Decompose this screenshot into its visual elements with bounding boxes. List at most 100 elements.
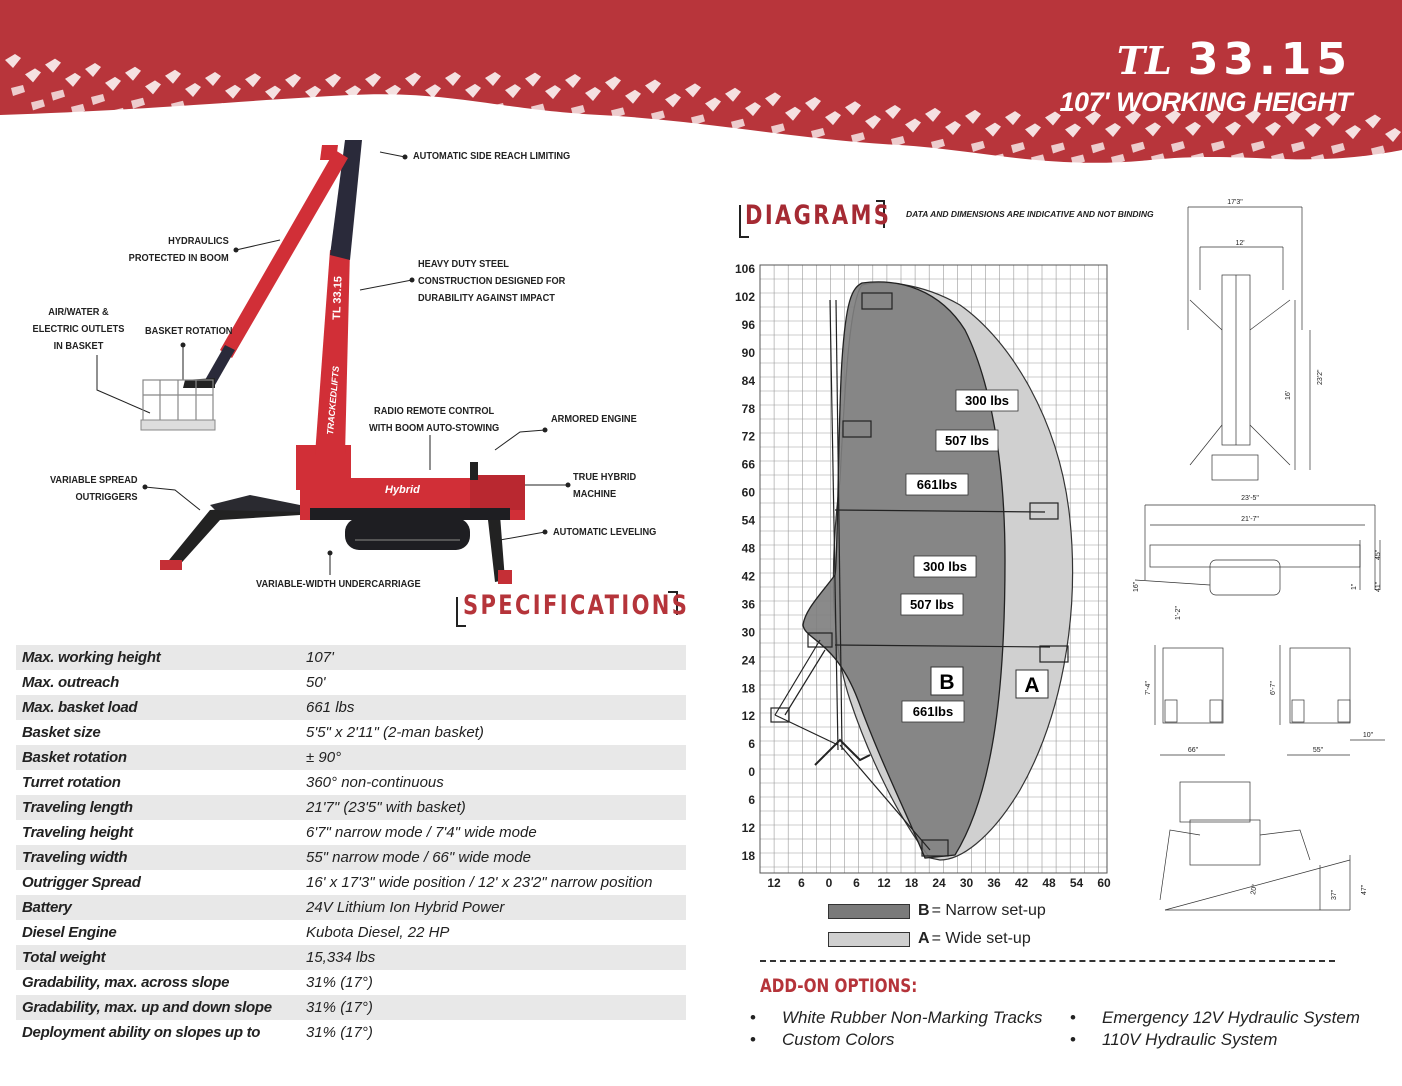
spec-value: 55" narrow mode / 66" wide mode <box>300 845 686 870</box>
spec-label: Max. outreach <box>22 674 119 691</box>
disclaimer-text: DATA AND DIMENSIONS ARE INDICATIVE AND N… <box>906 209 1154 219</box>
dim-side-h1: 45" <box>1375 549 1382 560</box>
dimension-drawings: 17'3" 12' 23'2" 16' 23'-5" 21'-7" 45" 41… <box>1133 199 1385 911</box>
dim-side-total: 23'-5" <box>1241 495 1259 502</box>
legend-wide-key: A <box>918 930 930 947</box>
diagram-frame <box>759 264 1108 874</box>
spec-value: 5'5" x 2'11" (2-man basket) <box>306 724 484 741</box>
load-label-text: 661lbs <box>917 477 957 492</box>
load-label: 300 lbs <box>913 555 977 578</box>
legend-narrow: B= Narrow set-up <box>828 902 1046 920</box>
load-label: 507 lbs <box>900 593 964 616</box>
x-tick-label: 36 <box>987 876 1001 890</box>
spec-label: Basket size <box>22 724 101 741</box>
model-number: 33.15 <box>1187 34 1352 85</box>
x-tick-label: 24 <box>932 876 946 890</box>
spec-label: Gradability, max. up and down slope <box>16 995 300 1020</box>
spec-label: Traveling height <box>22 824 133 841</box>
spec-value: 24V Lithium Ion Hybrid Power <box>300 895 686 920</box>
spec-row: Gradability, max. across slope 31% (17°) <box>16 970 686 995</box>
dim-front-track: 10" <box>1363 732 1374 739</box>
spec-label: Total weight <box>16 945 300 970</box>
x-tick-label: 18 <box>905 876 919 890</box>
x-tick-label: 6 <box>853 876 860 890</box>
y-tick-label: 42 <box>742 569 756 583</box>
callout-leveling: AUTOMATIC LEVELING <box>553 526 657 538</box>
zone-label-b: B <box>930 666 964 696</box>
dim-top-width: 17'3" <box>1227 199 1243 206</box>
addon-title: ADD-ON OPTIONS: <box>760 975 918 997</box>
spec-label: Turret rotation <box>22 774 121 791</box>
spec-label: Gradability, max. across slope <box>22 974 230 991</box>
spec-value: 15,334 lbs <box>300 945 686 970</box>
spec-row: Turret rotation 360° non-continuous <box>16 770 686 795</box>
spec-label: Deployment ability on slopes up to <box>22 1024 261 1041</box>
spec-value: 661 lbs <box>300 695 686 720</box>
y-tick-label: 90 <box>742 346 756 360</box>
spec-row: Basket rotation± 90° <box>16 745 686 770</box>
specifications-title: SPECIFICATIONS <box>463 590 690 621</box>
spec-value: 360° non-continuous <box>306 774 444 791</box>
diagrams-bracket-left <box>739 205 749 238</box>
addon-item: Custom Colors <box>750 1030 1042 1052</box>
dim-front-w-narrow: 55" <box>1313 747 1324 754</box>
zone-label-a: A <box>1015 669 1049 699</box>
diagrams-title: DIAGRAMS <box>745 200 892 231</box>
y-tick-label: 106 <box>735 262 755 276</box>
y-tick-label: 102 <box>735 290 755 304</box>
spec-label: Traveling width <box>16 845 300 870</box>
legend-narrow-text: = Narrow set-up <box>931 902 1046 919</box>
dim-slope-h1: 37" <box>1331 889 1338 900</box>
y-tick-label: 0 <box>748 765 755 779</box>
y-tick-label: 96 <box>742 318 756 332</box>
callout-radio: RADIO REMOTE CONTROL WITH BOOM AUTO-STOW… <box>369 405 500 434</box>
y-tick-label: 54 <box>742 514 756 528</box>
callout-steel: HEAVY DUTY STEEL CONSTRUCTION DESIGNED F… <box>418 258 566 304</box>
load-label: 661lbs <box>901 700 965 723</box>
specs-bracket-right <box>668 591 678 615</box>
dim-slope-angle: 20° <box>1249 883 1259 895</box>
x-tick-label: 60 <box>1097 876 1111 890</box>
y-tick-label: 36 <box>742 597 756 611</box>
dim-side-low: 1" <box>1351 583 1358 590</box>
dim-top-inner: 12' <box>1235 240 1244 247</box>
dim-side-left: 16" <box>1133 581 1140 592</box>
y-tick-label: 60 <box>742 486 756 500</box>
callout-basket-rotation: BASKET ROTATION <box>145 325 233 337</box>
spec-row: Deployment ability on slopes up to 31% (1… <box>16 1020 686 1045</box>
working-height-tagline: 107' WORKING HEIGHT <box>1059 87 1353 117</box>
spec-value: 31% (17°) <box>306 974 373 991</box>
dim-top-long: 23'2" <box>1317 369 1324 385</box>
dim-side-h2: 41" <box>1375 581 1382 592</box>
load-label-text: 507 lbs <box>910 597 954 612</box>
x-tick-label: 54 <box>1070 876 1084 890</box>
spec-value: 31% (17°) <box>306 1024 373 1041</box>
y-tick-label: 66 <box>742 458 756 472</box>
spec-value: 107' <box>300 645 686 670</box>
spec-value: 50' <box>306 674 326 691</box>
addon-item: White Rubber Non-Marking Tracks <box>750 1008 1042 1030</box>
x-tick-label: 42 <box>1015 876 1029 890</box>
spec-label: Max. working height <box>16 645 300 670</box>
load-label: 300 lbs <box>955 389 1019 412</box>
x-tick-label: 0 <box>826 876 833 890</box>
dim-front-w-wide: 66" <box>1188 747 1199 754</box>
legend-narrow-swatch <box>828 903 910 919</box>
y-tick-label: 12 <box>742 709 756 723</box>
hybrid-decal: Hybrid <box>385 484 420 496</box>
zone-label-text: A <box>1024 674 1039 697</box>
legend-narrow-key: B <box>918 902 930 919</box>
spec-row: Max. outreach 50' <box>16 670 686 695</box>
addon-divider <box>760 960 1335 962</box>
addon-item: Emergency 12V Hydraulic System <box>1070 1008 1360 1030</box>
dim-side-h3: 1'-2" <box>1175 606 1182 620</box>
load-label-text: 300 lbs <box>965 393 1009 408</box>
